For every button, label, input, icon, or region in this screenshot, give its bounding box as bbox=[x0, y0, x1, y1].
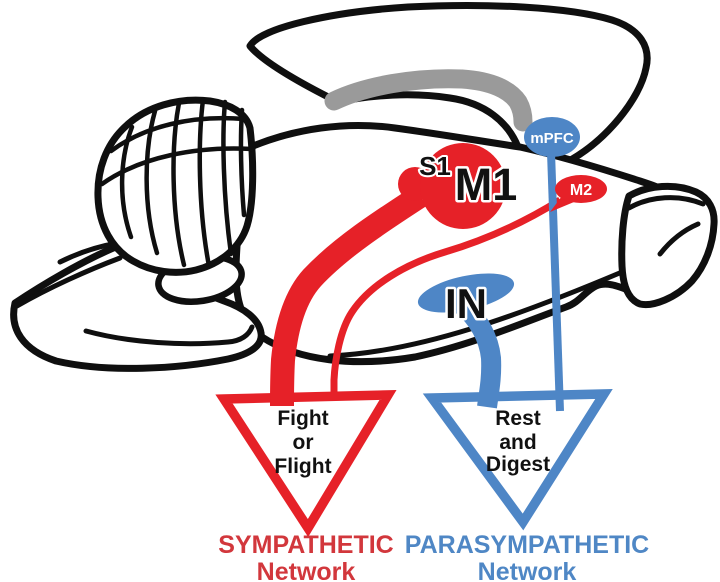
cerebellum-fold-4 bbox=[197, 97, 212, 269]
mpfc-pathway-line bbox=[547, 151, 564, 412]
sympathetic-arrow-text-2: or bbox=[293, 431, 314, 454]
sympathetic-arrowhead bbox=[215, 390, 397, 537]
parasympathetic-arrowhead bbox=[422, 389, 613, 531]
parasympathetic-arrow-text-3: Digest bbox=[486, 453, 550, 476]
m2-pathway-line bbox=[330, 197, 562, 400]
sympathetic-arrow-text-3: Flight bbox=[274, 455, 331, 478]
m2-node bbox=[555, 175, 607, 203]
olfactory-bulb-small-curve bbox=[657, 221, 701, 257]
cerebellum-arc-1 bbox=[108, 115, 247, 154]
sympathetic-arrow-text-1: Fight bbox=[277, 407, 328, 430]
cerebellum-fold-1 bbox=[119, 124, 135, 240]
sympathetic-caption-line1: SYMPATHETIC bbox=[218, 531, 393, 559]
cerebellum-fold-2 bbox=[144, 108, 160, 256]
sympathetic-pathway-band bbox=[270, 185, 427, 407]
corpus-callosum-band bbox=[324, 69, 533, 132]
sympathetic-caption-line2: Network bbox=[257, 558, 356, 582]
label-m2: M2 bbox=[570, 182, 592, 199]
label-m1: M1 bbox=[455, 159, 518, 210]
cerebellum-arc-2 bbox=[99, 146, 255, 187]
label-mpfc: mPFC bbox=[530, 130, 574, 147]
cerebellum-fold-5 bbox=[221, 99, 234, 257]
parasympathetic-arrow-text-2: and bbox=[499, 431, 536, 454]
parasympathetic-arrow-text-1: Rest bbox=[495, 407, 541, 430]
brainstem-wavy-line bbox=[83, 324, 255, 347]
parasympathetic-caption-line2: Network bbox=[478, 558, 577, 582]
brainstem-fold-line bbox=[14, 255, 123, 309]
olfactory-bulb-inner-line bbox=[626, 195, 706, 211]
in-node bbox=[417, 273, 515, 313]
label-in: IN bbox=[445, 280, 487, 327]
parasympathetic-caption-line1: PARASYMPATHETIC bbox=[405, 531, 649, 559]
m1-node bbox=[420, 143, 506, 229]
in-pathway-band bbox=[455, 297, 502, 409]
mpfc-node bbox=[524, 117, 580, 157]
label-s1: S1 bbox=[419, 151, 451, 181]
cerebellum-fold-3 bbox=[171, 100, 187, 268]
